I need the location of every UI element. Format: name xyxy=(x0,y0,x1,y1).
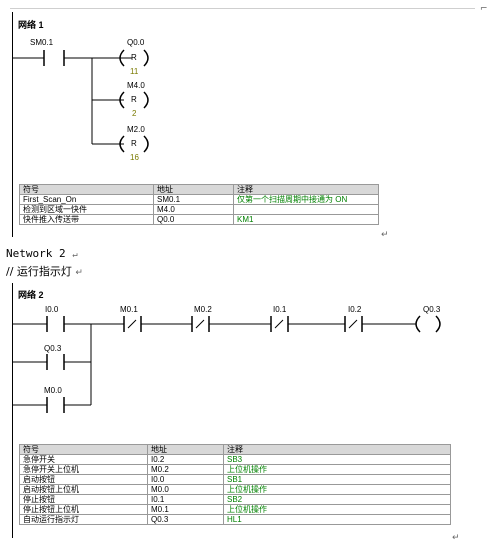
network-2-comment: // 运行指示灯 ↵ xyxy=(6,263,83,279)
coil-m40-count: 2 xyxy=(132,109,137,118)
cell-comment: 仅第一个扫描周期中接通为 ON xyxy=(233,194,379,205)
network-2-panel[interactable] xyxy=(12,283,453,538)
cell-address: M0.0 xyxy=(147,484,224,495)
network-1-title: 网络 1 xyxy=(18,20,44,30)
coil-m40[interactable] xyxy=(119,91,149,109)
table-row[interactable]: 快件推入传送带 Q0.0 KM1 xyxy=(19,214,379,225)
table-header: 符号 地址 注释 xyxy=(19,444,451,455)
network-1-symbol-table: 符号 地址 注释 First_Scan_On SM0.1 仅第一个扫描周期中接通… xyxy=(19,184,379,225)
cell-comment: 上位机操作 xyxy=(223,464,451,475)
coil-m20-count: 16 xyxy=(130,153,139,162)
coil-q00-count: 11 xyxy=(130,67,139,76)
contact-i02-label: I0.2 xyxy=(348,305,362,314)
contact-i00[interactable] xyxy=(46,316,65,332)
contact-m01-label: M0.1 xyxy=(120,305,138,314)
header-comment: 注释 xyxy=(223,444,451,455)
cell-address: M0.1 xyxy=(147,504,224,515)
coil-q00-label: Q0.0 xyxy=(127,38,145,47)
coil-m20[interactable] xyxy=(119,135,149,153)
cell-comment: 上位机操作 xyxy=(223,484,451,495)
network-2-heading-text: Network 2 xyxy=(6,247,66,260)
cell-symbol: 急停开关 xyxy=(19,454,148,465)
cell-symbol: 停止按钮上位机 xyxy=(19,504,148,515)
network-1-panel[interactable] xyxy=(12,12,379,237)
cell-address: SM0.1 xyxy=(153,194,234,205)
contact-sm01-label: SM0.1 xyxy=(30,38,54,47)
cell-address: Q0.0 xyxy=(153,214,234,225)
return-mark: ↵ xyxy=(75,268,83,278)
contact-m02-label: M0.2 xyxy=(194,305,212,314)
header-symbol: 符号 xyxy=(19,184,154,195)
cell-comment xyxy=(233,204,379,215)
contact-i01[interactable] xyxy=(270,316,289,332)
contact-m00[interactable] xyxy=(46,397,65,413)
cell-address: I0.1 xyxy=(147,494,224,505)
network-2-comment-text: // 运行指示灯 xyxy=(6,265,72,278)
cell-address: I0.2 xyxy=(147,454,224,465)
network-2-title: 网络 2 xyxy=(18,290,44,300)
header-address: 地址 xyxy=(147,444,224,455)
coil-q00-op: R xyxy=(131,53,137,62)
contact-m00-label: M0.0 xyxy=(44,386,62,395)
table-row[interactable]: 启动按钮 I0.0 SB1 xyxy=(19,474,451,485)
network-1-ladder xyxy=(12,49,149,153)
cell-symbol: 启动按钮上位机 xyxy=(19,484,148,495)
top-rule xyxy=(10,8,475,9)
cell-symbol: 自动运行指示灯 xyxy=(19,514,148,525)
coil-q00[interactable] xyxy=(119,49,149,67)
cell-comment: KM1 xyxy=(233,214,379,225)
return-mark: ↵ xyxy=(72,250,78,260)
cell-comment: 上位机操作 xyxy=(223,504,451,515)
cell-symbol: 启动按钮 xyxy=(19,474,148,485)
coil-m20-op: R xyxy=(131,139,137,148)
coil-m40-op: R xyxy=(131,95,137,104)
table-row[interactable]: 急停开关 I0.2 SB3 xyxy=(19,454,451,465)
contact-m02[interactable] xyxy=(191,316,210,332)
cell-symbol: First_Scan_On xyxy=(19,194,154,205)
cell-symbol: 检测到区域一快件 xyxy=(19,204,154,215)
contact-m01[interactable] xyxy=(123,316,142,332)
corner-mark: ⌐ xyxy=(480,4,488,14)
table-row[interactable]: 自动运行指示灯 Q0.3 HL1 xyxy=(19,514,451,525)
table-row[interactable]: 停止按钮 I0.1 SB2 xyxy=(19,494,451,505)
contact-sm01[interactable] xyxy=(43,50,65,66)
header-address: 地址 xyxy=(153,184,234,195)
table-row[interactable]: 停止按钮上位机 M0.1 上位机操作 xyxy=(19,504,451,515)
cell-symbol: 快件推入传送带 xyxy=(19,214,154,225)
contact-q03-label: Q0.3 xyxy=(44,344,62,353)
coil-q03[interactable] xyxy=(415,315,441,333)
table-row[interactable]: 启动按钮上位机 M0.0 上位机操作 xyxy=(19,484,451,495)
return-mark: ↵ xyxy=(381,230,389,240)
cell-address: M4.0 xyxy=(153,204,234,215)
contact-i00-label: I0.0 xyxy=(45,305,59,314)
cell-comment: HL1 xyxy=(223,514,451,525)
return-mark: ↵ xyxy=(452,533,460,543)
table-header: 符号 地址 注释 xyxy=(19,184,379,195)
header-comment: 注释 xyxy=(233,184,379,195)
cell-address: Q0.3 xyxy=(147,514,224,525)
contact-q03[interactable] xyxy=(46,354,65,370)
table-row[interactable]: First_Scan_On SM0.1 仅第一个扫描周期中接通为 ON xyxy=(19,194,379,205)
cell-symbol: 急停开关上位机 xyxy=(19,464,148,475)
table-row[interactable]: 急停开关上位机 M0.2 上位机操作 xyxy=(19,464,451,475)
cell-comment: SB2 xyxy=(223,494,451,505)
coil-m40-label: M4.0 xyxy=(127,81,145,90)
network-2-heading: Network 2 ↵ xyxy=(6,247,78,260)
table-row[interactable]: 检测到区域一快件 M4.0 xyxy=(19,204,379,215)
cell-symbol: 停止按钮 xyxy=(19,494,148,505)
cell-address: M0.2 xyxy=(147,464,224,475)
contact-i02[interactable] xyxy=(344,316,363,332)
cell-comment: SB3 xyxy=(223,454,451,465)
cell-comment: SB1 xyxy=(223,474,451,485)
coil-m20-label: M2.0 xyxy=(127,125,145,134)
contact-i01-label: I0.1 xyxy=(273,305,287,314)
coil-q03-label: Q0.3 xyxy=(423,305,441,314)
cell-address: I0.0 xyxy=(147,474,224,485)
network-2-ladder xyxy=(12,315,441,413)
header-symbol: 符号 xyxy=(19,444,148,455)
network-2-symbol-table: 符号 地址 注释 急停开关 I0.2 SB3 急停开关上位机 M0.2 上位机操… xyxy=(19,444,451,525)
